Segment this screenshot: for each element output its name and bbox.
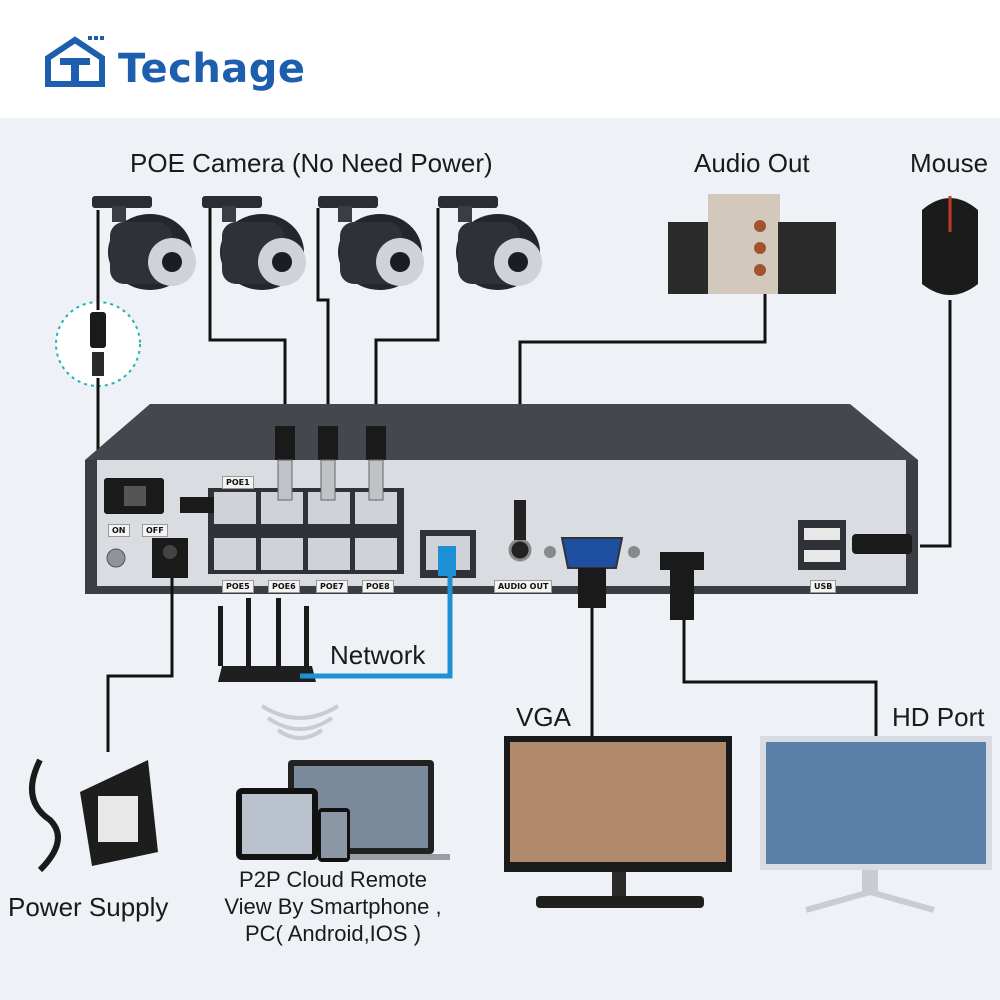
label-network: Network xyxy=(330,640,426,670)
port-label-poe7: POE7 xyxy=(316,580,348,593)
label-hd-port: HD Port xyxy=(892,702,985,732)
port-label-poe8: POE8 xyxy=(362,580,394,593)
poe-port-bank xyxy=(208,488,404,574)
p2p-devices-icon xyxy=(236,760,450,862)
router-icon xyxy=(218,598,316,682)
speaker-icon xyxy=(668,194,836,294)
hdmi-port-icon xyxy=(660,552,704,620)
port-label-off: OFF xyxy=(142,524,168,537)
rj45-connector-icon xyxy=(55,301,141,387)
power-switch xyxy=(104,478,164,514)
usb-ports xyxy=(798,520,912,570)
poe-camera-3 xyxy=(318,196,424,290)
port-label-poe6: POE6 xyxy=(268,580,300,593)
brand-name: Techage xyxy=(118,46,306,92)
poe-camera-2 xyxy=(202,196,306,290)
label-p2p-line2: View By Smartphone , xyxy=(224,894,442,919)
port-label-on: ON xyxy=(108,524,130,537)
wifi-signal-icon xyxy=(260,704,340,740)
label-poe-camera: POE Camera (No Need Power) xyxy=(130,148,493,178)
port-label-poe5: POE5 xyxy=(222,580,254,593)
poe-camera-4 xyxy=(438,196,542,290)
label-audio-out: Audio Out xyxy=(694,148,810,178)
port-label-usb: USB xyxy=(810,580,837,593)
label-p2p-line1: P2P Cloud Remote xyxy=(239,867,427,892)
port-label-audio-out: AUDIO OUT xyxy=(494,580,553,593)
audio-jack-icon xyxy=(508,500,532,562)
vga-monitor-icon xyxy=(504,736,732,908)
label-mouse: Mouse xyxy=(910,148,989,178)
label-vga: VGA xyxy=(516,702,571,732)
vga-port-icon xyxy=(544,537,640,608)
label-p2p-line3: PC( Android,IOS ) xyxy=(244,921,422,946)
network-cable xyxy=(300,576,453,679)
mouse-icon xyxy=(922,196,978,295)
port-label-poe1: POE1 xyxy=(222,476,254,489)
dc-power-jack-icon xyxy=(106,538,188,578)
power-adapter-icon xyxy=(29,758,158,873)
rj45-plugs xyxy=(180,426,386,513)
lan-port xyxy=(420,530,476,578)
label-power-supply: Power Supply xyxy=(8,892,169,922)
hd-monitor-icon xyxy=(760,736,992,913)
poe-camera-1 xyxy=(92,196,196,290)
